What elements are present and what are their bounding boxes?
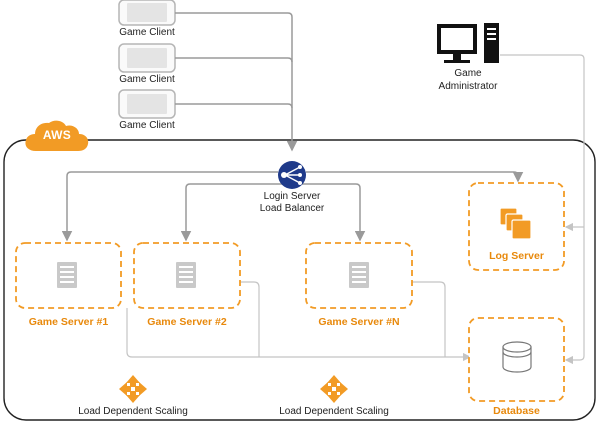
aws-cloud-icon [25,120,89,151]
phone-icon [118,0,176,26]
phone-icon [118,89,176,119]
client-label: Game Client [119,27,175,38]
load-balancer-label: Login Server Load Balancer [259,191,325,214]
client-label: Game Client [119,120,175,131]
instances-icon [499,207,532,240]
scaling-arrows-icon [119,375,147,403]
lb-connectors [61,171,524,242]
game-server-label: Game Server #2 [147,316,227,328]
server-icon [57,262,77,288]
database-label: Database [493,405,540,417]
database-icon [502,341,532,373]
scaling-arrows-icon [320,375,348,403]
game-server-label: Game Server #N [318,316,400,328]
game-server-label: Game Server #1 [28,316,109,328]
log-server-label: Log Server [489,250,544,262]
aws-cloud-boundary [3,139,596,421]
scaling-label: Load Dependent Scaling [78,406,188,417]
desktop-computer-icon [437,23,499,63]
admin-connector [500,54,585,365]
aws-label: AWS [42,128,72,142]
server-icon [349,262,369,288]
scaling-label: Load Dependent Scaling [279,406,389,417]
client-label: Game Client [119,74,175,85]
client-connectors [175,12,298,152]
load-balancer-icon [278,161,306,189]
phone-icon [118,43,176,73]
db-connectors [126,281,472,362]
admin-label: Game Administrator [438,68,498,92]
server-icon [176,262,196,288]
